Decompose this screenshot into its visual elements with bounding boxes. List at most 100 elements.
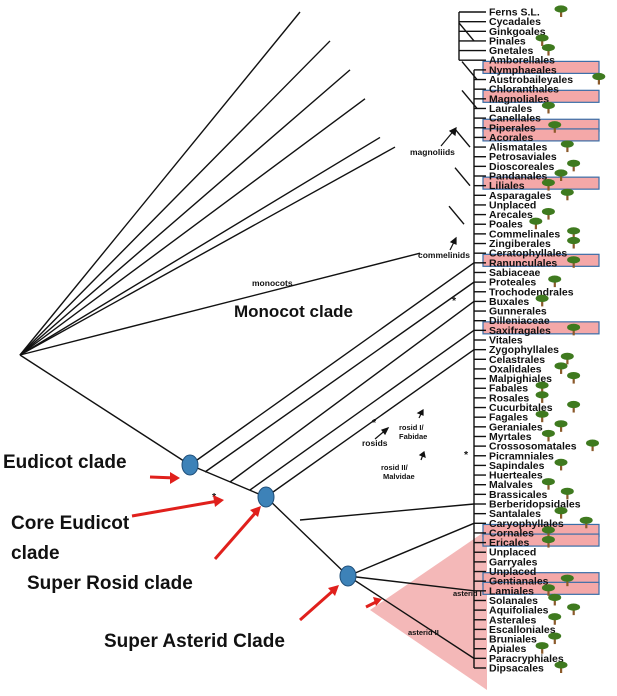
clade-line: [458, 22, 475, 42]
taxon-label: Sapindales: [489, 460, 545, 472]
taxon-label: Acorales: [489, 132, 534, 144]
taxon-label: Liliales: [489, 180, 525, 192]
taxon-label: Garryales: [489, 556, 538, 568]
label-asterid-1: asterid I: [453, 589, 482, 598]
tree-icon: [548, 613, 562, 625]
taxon-label: Bruniales: [489, 634, 537, 646]
label-monocots: monocots: [252, 278, 293, 288]
tree-icon: [535, 381, 549, 394]
tree-icon: [548, 275, 562, 288]
taxon-label: Buxales: [489, 296, 529, 308]
taxon-label: Fabales: [489, 383, 528, 395]
taxon-label: Brassicales: [489, 489, 548, 501]
tree-icon: [541, 207, 555, 220]
taxon-label: Dilleniaceae: [489, 315, 550, 327]
taxon-label: Commelinales: [489, 228, 560, 240]
taxon-label: Piperales: [489, 122, 536, 134]
tree-icon: [567, 227, 581, 239]
taxon-label: Amborellales: [489, 55, 555, 67]
taxon-label: Unplaced: [489, 566, 536, 578]
tree-icon: [554, 362, 568, 374]
tree-icon: [541, 535, 555, 548]
tree-icon: [535, 294, 549, 307]
clade-line: [448, 205, 465, 225]
tree-icon: [560, 574, 574, 587]
taxon-label: Asterales: [489, 614, 536, 626]
backbone-line: [19, 69, 351, 356]
asterid-branch: [347, 575, 475, 592]
highlight-boxes: [482, 60, 600, 595]
node-eudicot: [181, 454, 199, 476]
asterid-branch: [347, 575, 475, 659]
label-asterid-2: asterid II: [408, 628, 439, 637]
taxon-label: Picramniales: [489, 450, 554, 462]
tree-branches: [19, 11, 486, 669]
label-commelinids: commelinids: [418, 250, 470, 260]
taxon-label: Cycadales: [489, 16, 541, 28]
backbone-line: [19, 11, 301, 356]
eudicot-branch: [204, 281, 475, 473]
taxon-label: Gnetales: [489, 45, 534, 57]
taxon-label: Caryophyllales: [489, 518, 564, 530]
tree-icon: [535, 642, 549, 654]
taxon-label: Lamiales: [489, 585, 534, 597]
star-mark: *: [452, 295, 457, 307]
clade-line: [461, 90, 478, 109]
tree-icon: [529, 217, 543, 230]
label-rosid-1a: rosid I/: [399, 423, 425, 432]
tree-icon: [554, 420, 568, 432]
tree-icon: [554, 661, 568, 673]
taxon-label: Aquifoliales: [489, 605, 549, 617]
taxon-label: Gentianales: [489, 576, 549, 588]
taxon-label: Cucurbitales: [489, 402, 553, 414]
eudicot-branch: [249, 329, 475, 491]
tree-icon: [592, 72, 606, 85]
taxon-label: Unplaced: [489, 547, 536, 559]
taxon-label: Poales: [489, 219, 523, 231]
taxon-label: Laurales: [489, 103, 532, 115]
taxon-label: Ceratophyllales: [489, 248, 567, 260]
taxon-label: Ericales: [489, 537, 529, 549]
asterid-backbone: [265, 496, 349, 577]
highlight-box: [482, 60, 600, 74]
clade-line: [454, 167, 471, 187]
label-eudicot-clade: Eudicot clade: [3, 452, 127, 473]
tree-icon: [567, 323, 581, 336]
tree-icon: [548, 121, 562, 133]
tree-icon: [535, 34, 549, 46]
taxon-label: Paracryphiales: [489, 653, 564, 665]
rosid-branch: [265, 349, 475, 498]
taxon-label: Trochodendrales: [489, 286, 574, 298]
label-core-eudicot-1: Core Eudicot: [11, 513, 130, 534]
asterid-branch: [347, 522, 475, 577]
eudicot-backbone: [19, 354, 191, 466]
taxon-label: Sabiaceae: [489, 267, 541, 279]
taxon-label: Crossosomatales: [489, 441, 577, 453]
tree-icon: [567, 371, 581, 384]
tree-icon: [541, 429, 555, 442]
tree-icon: [535, 410, 549, 423]
red-arrows: [131, 472, 382, 622]
tree-icon: [560, 352, 574, 365]
taxon-label: Petrosaviales: [489, 151, 557, 163]
tree-icon: [541, 101, 555, 114]
highlight-box: [482, 581, 600, 595]
taxon-label: Berberidopsidales: [489, 499, 581, 511]
taxon-label: Pandanales: [489, 171, 548, 183]
taxon-labels: Ferns S.L.CycadalesGinkgoalesPinalesGnet…: [489, 5, 606, 675]
highlight-box: [482, 533, 600, 547]
backbone-line: [19, 40, 331, 356]
taxon-label: Cornales: [489, 527, 534, 539]
taxon-label: Canellales: [489, 113, 541, 125]
taxon-label: Saxifragales: [489, 325, 551, 337]
tree-icon: [579, 516, 593, 529]
backbone-line: [19, 252, 421, 356]
taxon-label: Arecales: [489, 209, 533, 221]
rosid-branch: [299, 503, 475, 521]
tree-icon: [554, 458, 568, 471]
tree-icon: [567, 400, 581, 413]
tree-icon: [560, 140, 574, 153]
taxon-label: Proteales: [489, 277, 536, 289]
taxon-label: Dipsacales: [489, 663, 544, 675]
